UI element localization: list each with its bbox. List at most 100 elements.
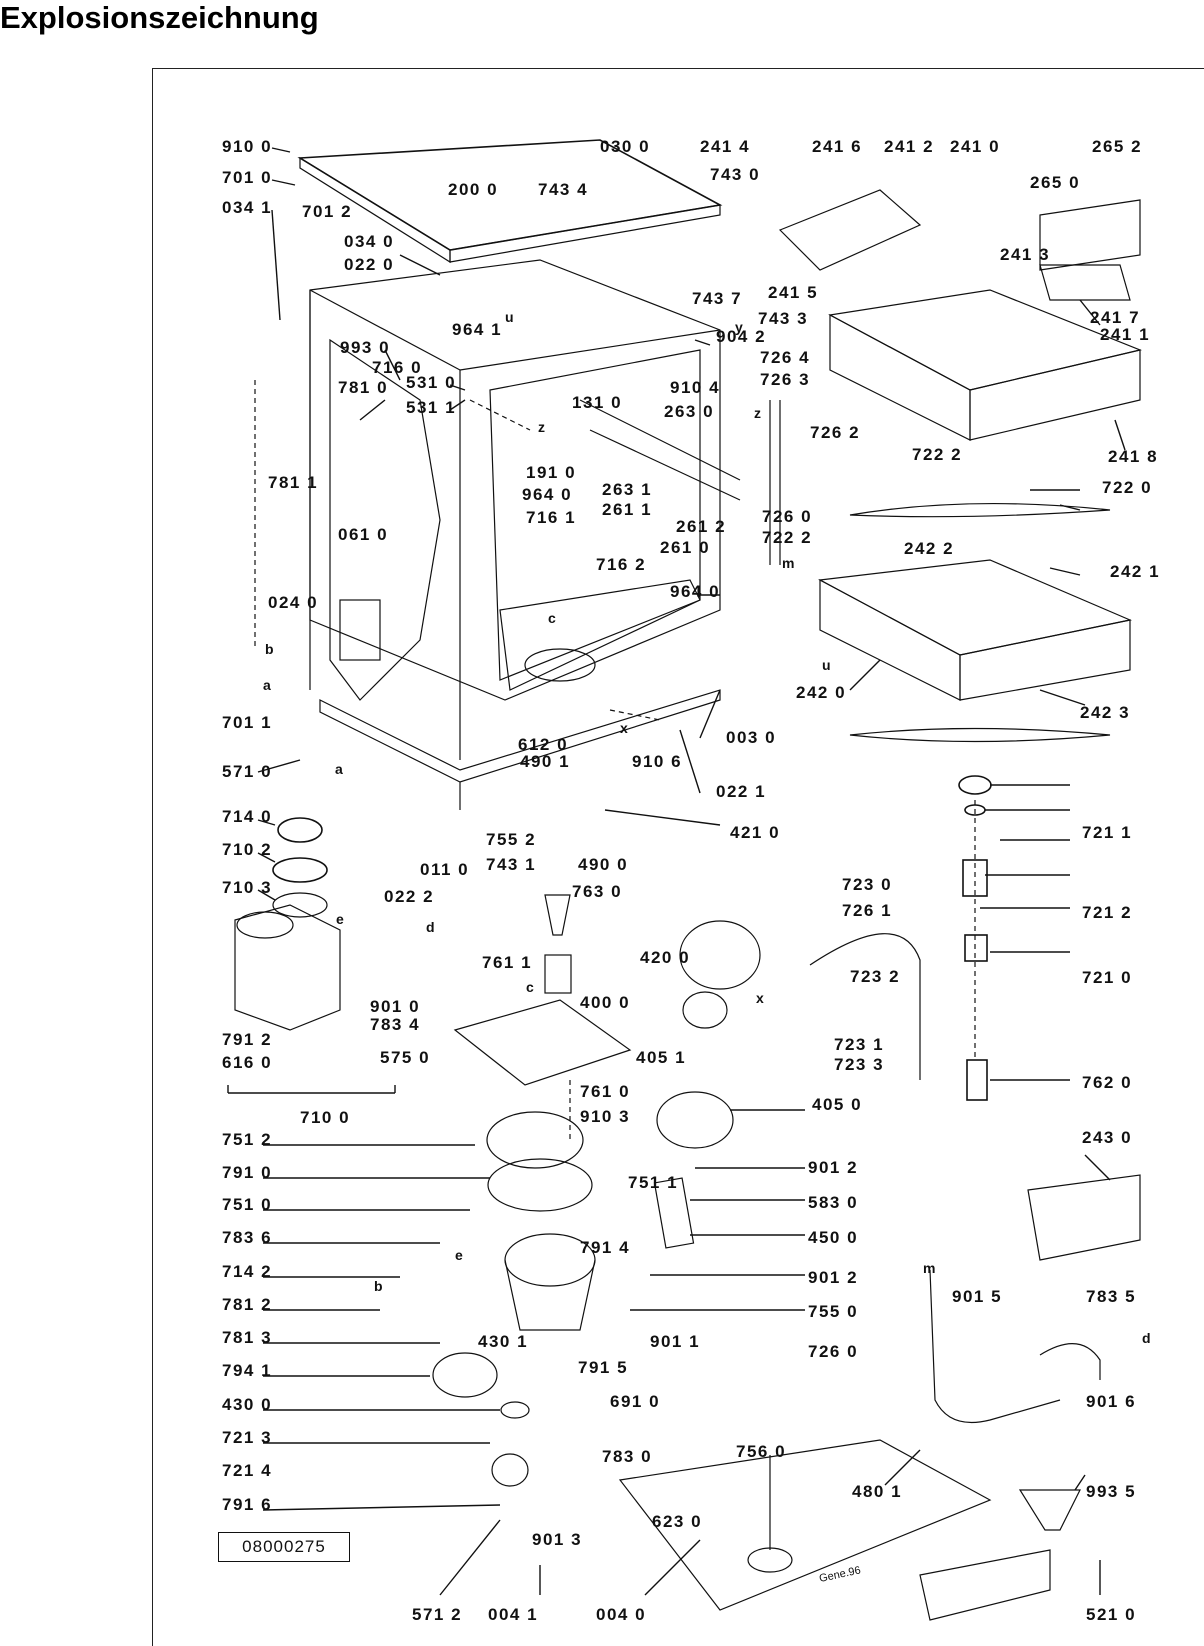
part-label: 241 1 xyxy=(1100,325,1150,344)
point-letter: b xyxy=(374,1278,383,1294)
part-label: 691 0 xyxy=(610,1392,660,1411)
part-label: 131 0 xyxy=(572,393,622,412)
part-label: 783 0 xyxy=(602,1447,652,1466)
part-label: 910 3 xyxy=(580,1107,630,1126)
part-label: 241 8 xyxy=(1108,447,1158,466)
part-label: 022 1 xyxy=(716,782,766,801)
part-label: 910 6 xyxy=(632,752,682,771)
part-label: 964 1 xyxy=(452,320,502,339)
part-label: 783 6 xyxy=(222,1228,272,1247)
part-label: 241 4 xyxy=(700,137,750,156)
part-label: 242 0 xyxy=(796,683,846,702)
part-label: 011 0 xyxy=(420,860,469,879)
part-label: 024 0 xyxy=(268,593,318,612)
part-label: 964 0 xyxy=(522,485,572,504)
part-label: 910 4 xyxy=(670,378,720,397)
part-label: 521 0 xyxy=(1086,1605,1136,1624)
part-label: 901 3 xyxy=(532,1530,582,1549)
part-label: 743 0 xyxy=(710,165,760,184)
part-label: 723 2 xyxy=(850,967,900,986)
part-label: 716 0 xyxy=(372,358,422,377)
part-label: 490 1 xyxy=(520,752,570,771)
part-label: 791 5 xyxy=(578,1358,628,1377)
point-letter: y xyxy=(735,319,743,335)
part-label: 726 3 xyxy=(760,370,810,389)
point-letter: x xyxy=(756,990,764,1006)
part-label: 261 1 xyxy=(602,500,652,519)
point-letter: b xyxy=(265,641,274,657)
part-label: 716 2 xyxy=(596,555,646,574)
part-label: 726 0 xyxy=(808,1342,858,1361)
part-label: 241 6 xyxy=(812,137,862,156)
part-label: 004 0 xyxy=(596,1605,646,1624)
part-label: 531 0 xyxy=(406,373,456,392)
part-label: 726 4 xyxy=(760,348,810,367)
part-label: 421 0 xyxy=(730,823,780,842)
part-label: 761 0 xyxy=(580,1082,630,1101)
part-label: 430 1 xyxy=(478,1332,528,1351)
part-label: 030 0 xyxy=(600,137,650,156)
part-label: 261 0 xyxy=(660,538,710,557)
part-label: 722 0 xyxy=(1102,478,1152,497)
part-label: 721 0 xyxy=(1082,968,1132,987)
part-label: 901 2 xyxy=(808,1268,858,1287)
point-letter: u xyxy=(505,309,514,325)
part-label: 781 3 xyxy=(222,1328,272,1347)
part-label: 781 0 xyxy=(338,378,388,397)
part-label: 061 0 xyxy=(338,525,388,544)
part-label: 241 3 xyxy=(1000,245,1050,264)
part-label: 263 0 xyxy=(664,402,714,421)
part-label: 034 1 xyxy=(222,198,272,217)
part-label: 571 2 xyxy=(412,1605,462,1624)
part-label: 241 0 xyxy=(950,137,1000,156)
part-label: 901 5 xyxy=(952,1287,1002,1306)
part-label: 701 1 xyxy=(222,713,272,732)
part-label: 964 0 xyxy=(670,582,720,601)
part-label: 755 2 xyxy=(486,830,536,849)
part-label: 420 0 xyxy=(640,948,690,967)
part-label: 241 2 xyxy=(884,137,934,156)
part-label: 751 1 xyxy=(628,1173,678,1192)
part-label: 714 0 xyxy=(222,807,272,826)
part-label: 004 1 xyxy=(488,1605,538,1624)
part-label: 034 0 xyxy=(344,232,394,251)
part-label: 405 0 xyxy=(812,1095,862,1114)
part-label: 743 1 xyxy=(486,855,536,874)
point-letter: m xyxy=(923,1260,935,1276)
part-label: 701 0 xyxy=(222,168,272,187)
part-label: 531 1 xyxy=(406,398,456,417)
part-label: 721 4 xyxy=(222,1461,272,1480)
part-label: 791 0 xyxy=(222,1163,272,1182)
part-label: 791 2 xyxy=(222,1030,272,1049)
part-label: 756 0 xyxy=(736,1442,786,1461)
part-label: 721 2 xyxy=(1082,903,1132,922)
part-label: 710 2 xyxy=(222,840,272,859)
part-label: 242 1 xyxy=(1110,562,1160,581)
part-label: 571 0 xyxy=(222,762,272,781)
part-label: 781 2 xyxy=(222,1295,272,1314)
part-label: 755 0 xyxy=(808,1302,858,1321)
part-label: 623 0 xyxy=(652,1512,702,1531)
part-label: 722 2 xyxy=(762,528,812,547)
part-label: 743 3 xyxy=(758,309,808,328)
part-label: 405 1 xyxy=(636,1048,686,1067)
part-label: 480 1 xyxy=(852,1482,902,1501)
part-label: 450 0 xyxy=(808,1228,858,1247)
part-label: 003 0 xyxy=(726,728,776,747)
part-label: 781 1 xyxy=(268,473,318,492)
part-label: 743 7 xyxy=(692,289,742,308)
part-label: 612 0 xyxy=(518,735,568,754)
part-label: 241 5 xyxy=(768,283,818,302)
point-letter: e xyxy=(336,911,344,927)
part-label: 714 2 xyxy=(222,1262,272,1281)
part-label: 200 0 xyxy=(448,180,498,199)
point-letter: u xyxy=(822,657,831,673)
part-label: 191 0 xyxy=(526,463,576,482)
part-label: 726 2 xyxy=(810,423,860,442)
part-label: 243 0 xyxy=(1082,1128,1132,1147)
part-label: 490 0 xyxy=(578,855,628,874)
drawing-frame xyxy=(152,68,1204,1646)
document-number-box: 08000275 xyxy=(218,1532,350,1562)
part-label: 901 2 xyxy=(808,1158,858,1177)
